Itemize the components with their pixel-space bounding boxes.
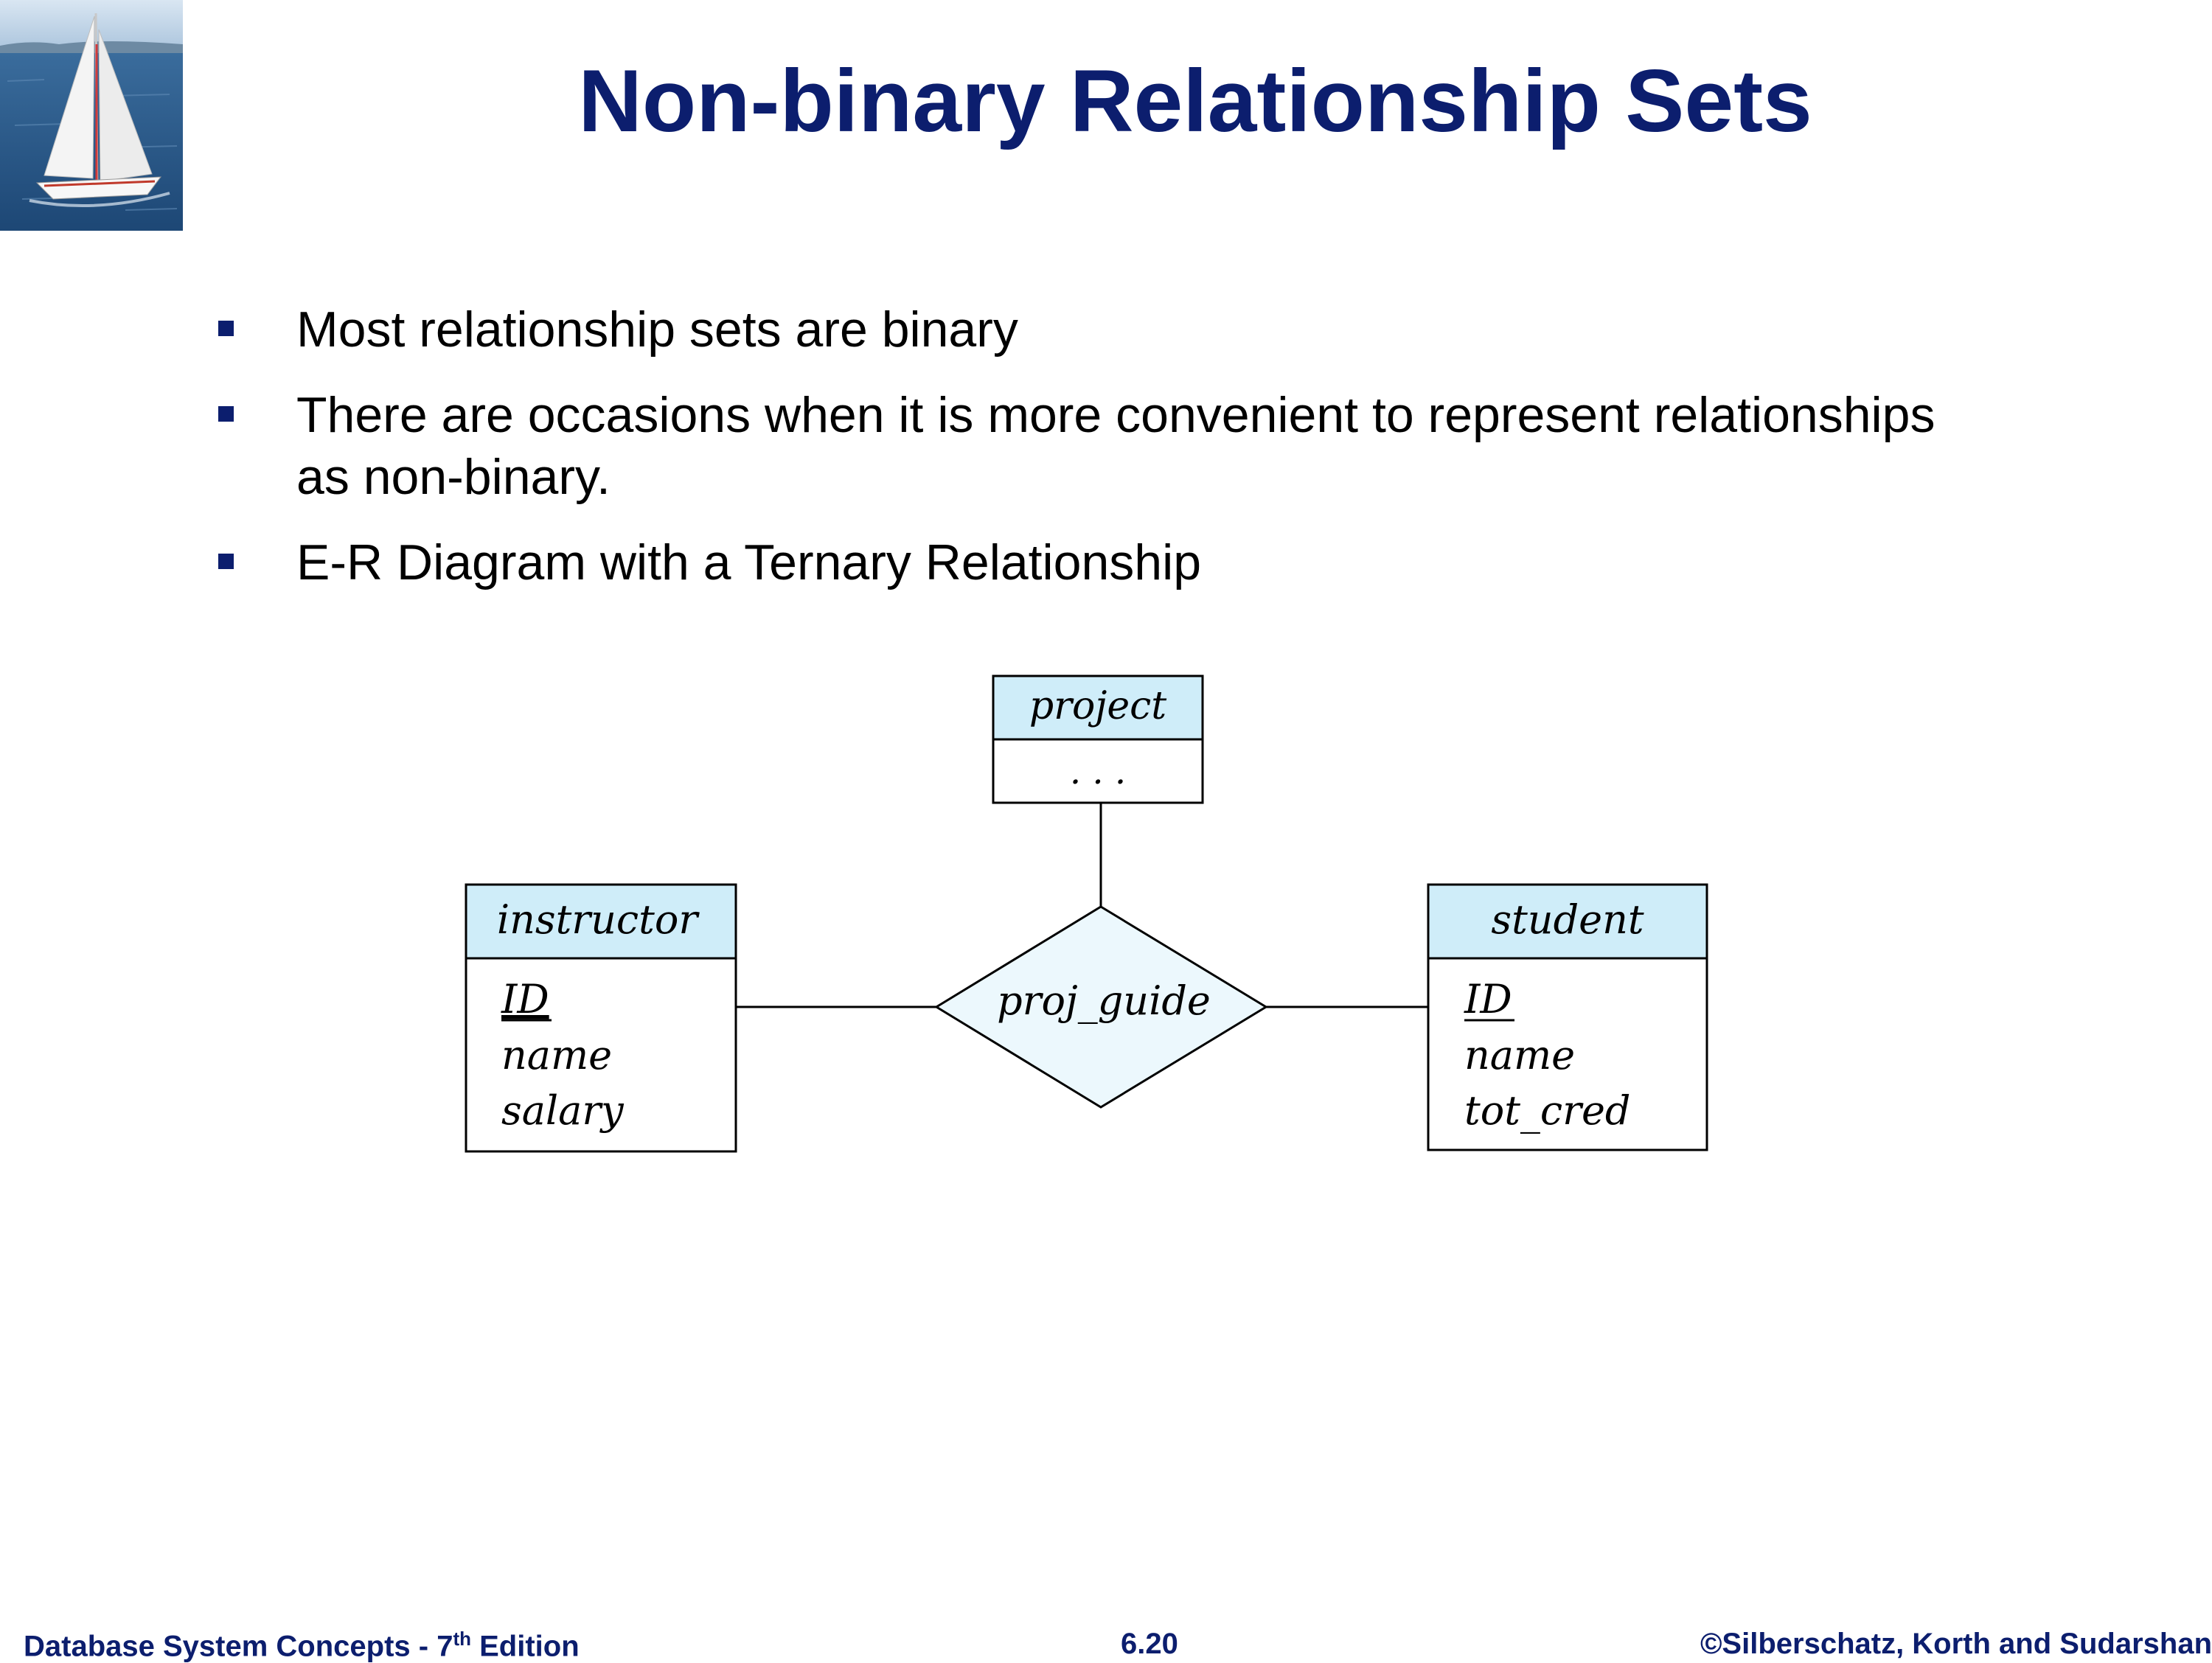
footer-copyright: ©Silberschatz, Korth and Sudarshan xyxy=(1700,1628,2212,1660)
entity-attribute: salary xyxy=(501,1087,625,1134)
entity-instructor: instructor ID name salary xyxy=(465,883,737,1153)
bullet-square-icon xyxy=(218,406,234,422)
entity-attribute-key: ID xyxy=(1464,976,1512,1022)
entity-attribute: name xyxy=(1464,1032,1575,1078)
bullet-square-icon xyxy=(218,554,234,569)
footer-book-prefix: Database System Concepts - 7 xyxy=(24,1630,453,1663)
entity-attribute: name xyxy=(501,1032,612,1078)
entity-student: student ID name tot_cred xyxy=(1427,883,1708,1151)
bullet-text: Most relationship sets are binary xyxy=(296,301,1018,358)
footer-book-sup: th xyxy=(453,1628,471,1650)
relationship-name: proj_guide xyxy=(997,977,1211,1024)
entity-attribute: . . . xyxy=(1070,751,1126,792)
entity-name: project xyxy=(1029,684,1166,728)
bullet-item: There are occasions when it is more conv… xyxy=(214,384,1983,508)
relationship-proj-guide: proj_guide xyxy=(934,905,1268,1109)
bullet-item: Most relationship sets are binary xyxy=(214,299,1983,360)
entity-attribute-key: ID xyxy=(501,976,549,1022)
sailboat-logo-icon xyxy=(0,0,183,231)
bullet-text: E-R Diagram with a Ternary Relationship xyxy=(296,534,1202,590)
entity-project: project . . . xyxy=(992,674,1204,804)
bullet-square-icon xyxy=(218,321,234,336)
entity-name: student xyxy=(1491,896,1644,943)
footer-page-number: 6.20 xyxy=(1121,1628,1178,1660)
footer-book-title: Database System Concepts - 7th Edition xyxy=(24,1628,580,1663)
entity-name: instructor xyxy=(497,896,700,943)
bullet-text: There are occasions when it is more conv… xyxy=(296,387,1935,505)
entity-attribute: tot_cred xyxy=(1464,1087,1631,1134)
bullet-item: E-R Diagram with a Ternary Relationship xyxy=(214,531,1983,593)
bullet-list: Most relationship sets are binary There … xyxy=(214,299,1983,617)
slide-title: Non-binary Relationship Sets xyxy=(578,52,1812,150)
footer-book-suffix: Edition xyxy=(471,1630,580,1663)
